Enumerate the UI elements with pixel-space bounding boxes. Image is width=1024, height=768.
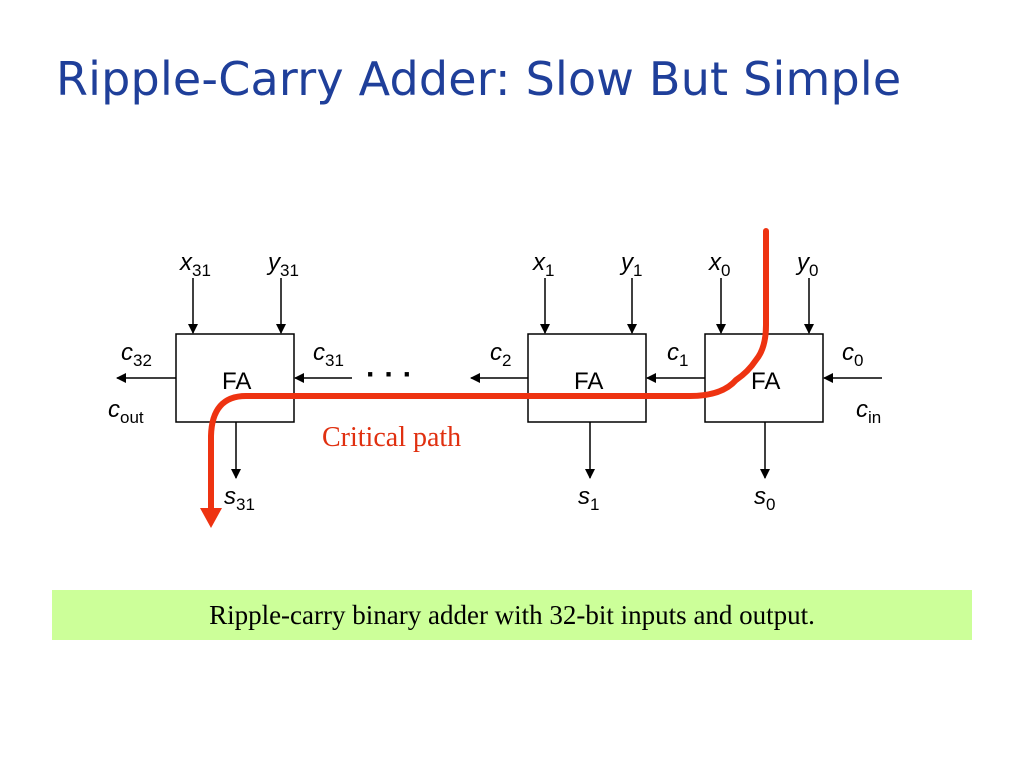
input-arrows xyxy=(188,278,814,334)
label-s31: s31 xyxy=(224,483,255,514)
caption-text: Ripple-carry binary adder with 32-bit in… xyxy=(209,599,815,630)
critical-path-arrowhead xyxy=(200,508,222,528)
label-c32: c32 xyxy=(121,339,152,370)
label-s0: s0 xyxy=(754,483,775,514)
fa-block-1 xyxy=(527,333,647,423)
fa-block-31 xyxy=(175,333,295,423)
fa-label-31: FA xyxy=(222,368,251,395)
critical-path xyxy=(208,228,769,511)
label-c2: c2 xyxy=(490,339,511,370)
label-s1: s1 xyxy=(578,483,599,514)
sum-arrows xyxy=(231,422,770,479)
label-x0: x0 xyxy=(708,249,730,280)
label-y31: y31 xyxy=(266,249,299,280)
label-x1: x1 xyxy=(532,249,554,280)
ellipsis: · · · xyxy=(366,358,413,391)
label-cin: cin xyxy=(856,396,881,427)
ripple-carry-diagram: FA FA FA · · · x31 y31 x1 y1 x0 y0 s31 s… xyxy=(108,228,882,528)
caption-box: Ripple-carry binary adder with 32-bit in… xyxy=(52,590,972,640)
label-cout: cout xyxy=(108,396,144,427)
label-c1: c1 xyxy=(667,339,688,370)
label-y1: y1 xyxy=(619,249,642,280)
label-c0: c0 xyxy=(842,339,863,370)
label-x31: x31 xyxy=(179,249,211,280)
fa-label-1: FA xyxy=(574,368,603,395)
label-y0: y0 xyxy=(795,249,818,280)
fa-label-0: FA xyxy=(751,368,780,395)
critical-path-label: Critical path xyxy=(322,422,461,453)
slide-title: Ripple-Carry Adder: Slow But Simple xyxy=(56,52,902,106)
label-c31: c31 xyxy=(313,339,344,370)
